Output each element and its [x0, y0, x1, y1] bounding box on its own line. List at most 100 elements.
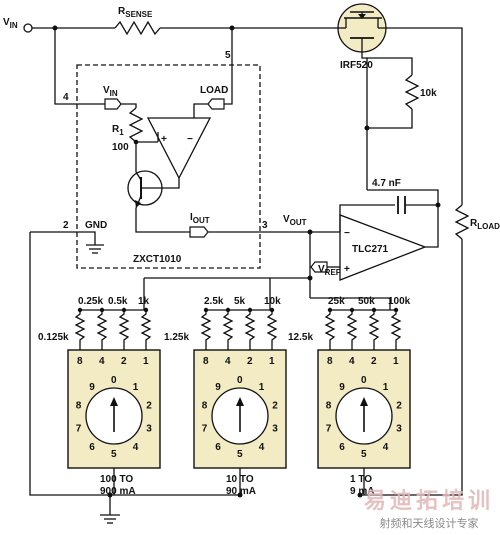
- dial-position-label: 7: [202, 423, 208, 434]
- dial-position-label: 6: [89, 442, 95, 453]
- watermark: 易迪拓培训 射频和天线设计专家: [364, 483, 494, 531]
- mosfet-irf520: [335, 3, 390, 53]
- dial-position-label: 5: [111, 449, 117, 460]
- rsense-resistor: [114, 20, 161, 36]
- dial-position-label: 8: [76, 401, 82, 412]
- ladder-resistor: [390, 310, 402, 350]
- range-label-line2: 90 mA: [226, 486, 256, 497]
- dial-position-label: 1: [259, 382, 265, 393]
- switch-bit-label: 4: [225, 356, 231, 367]
- ladder-resistor: [118, 310, 130, 350]
- dial-position-label: 3: [272, 423, 278, 434]
- switch-bit-label: 8: [77, 356, 83, 367]
- rsense-label: RSENSE: [118, 6, 153, 19]
- mosfet-label: IRF520: [340, 60, 373, 71]
- ladder-resistor: [200, 310, 212, 350]
- opamp-label: TLC271: [352, 244, 389, 255]
- dial-position-label: 8: [202, 401, 208, 412]
- r1-resistor: [128, 107, 144, 143]
- dial-position-label: 2: [146, 401, 152, 412]
- resistor-value-label: 50k: [358, 296, 375, 307]
- zxct1010-label: ZXCT1010: [133, 254, 182, 265]
- ladder-resistor: [96, 310, 108, 350]
- vref-label: VREF: [318, 264, 341, 277]
- opamp-plus: +: [344, 264, 350, 275]
- dial-position-label: 4: [259, 442, 265, 453]
- resistor-value-label: 2.5k: [204, 296, 224, 307]
- vout-label: VOUT: [283, 214, 307, 227]
- resistor-value-label: 25k: [328, 296, 345, 307]
- pin4-label: 4: [63, 92, 69, 103]
- range-label-line1: 100 TO: [100, 474, 133, 485]
- resistor-value-label: 10k: [264, 296, 281, 307]
- pin2-label: 2: [63, 220, 69, 231]
- dial-position-label: 0: [111, 375, 117, 386]
- resistor-value-label: 1.25k: [164, 332, 189, 343]
- switch-bit-label: 4: [349, 356, 355, 367]
- switch-bit-label: 2: [247, 356, 253, 367]
- dial-position-label: 7: [76, 423, 82, 434]
- opamp-minus: −: [344, 228, 350, 239]
- resistor-value-label: 5k: [234, 296, 246, 307]
- ic-iout-terminal: [189, 226, 209, 238]
- ladder-resistor: [140, 310, 152, 350]
- ladder-resistor: [74, 310, 86, 350]
- rload-resistor: [454, 204, 470, 240]
- range-label-line2: 900 mA: [100, 486, 136, 497]
- vref-terminal: [310, 261, 328, 273]
- dial-position-label: 6: [215, 442, 221, 453]
- range-label-line2: 9 mA: [350, 486, 374, 497]
- resistor-value-label: 0.25k: [78, 296, 103, 307]
- dial-position-label: 5: [237, 449, 243, 460]
- ic-vin-label: VIN: [103, 85, 118, 98]
- capacitor-label: 4.7 nF: [372, 178, 401, 189]
- dial-position-label: 9: [215, 382, 221, 393]
- dial-position-label: 7: [326, 423, 332, 434]
- pin5-label: 5: [225, 50, 231, 61]
- dial-position-label: 0: [237, 375, 243, 386]
- internal-amp-minus: −: [187, 134, 193, 145]
- dial-position-label: 3: [146, 423, 152, 434]
- dial-position-label: 0: [361, 375, 367, 386]
- resistor-value-label: 100k: [388, 296, 411, 307]
- switch-bit-label: 4: [99, 356, 105, 367]
- resistor-10k-label: 10k: [420, 88, 437, 99]
- ic-load-terminal: [207, 98, 225, 110]
- zxct1010-block: [76, 64, 261, 269]
- dial-position-label: 1: [383, 382, 389, 393]
- ic-vin-terminal: [104, 98, 122, 110]
- switch-bit-label: 1: [143, 356, 149, 367]
- ladder-resistor: [222, 310, 234, 350]
- dial-position-label: 2: [396, 401, 402, 412]
- ic-load-label: LOAD: [200, 85, 228, 96]
- resistor-10k: [404, 74, 420, 110]
- resistor-value-label: 1k: [138, 296, 150, 307]
- dial-position-label: 3: [396, 423, 402, 434]
- vin-label: VIN: [3, 17, 18, 30]
- resistor-value-label: 0.5k: [108, 296, 128, 307]
- ladder-resistor: [368, 310, 380, 350]
- dial-position-label: 4: [383, 442, 389, 453]
- resistor-value-label: 12.5k: [288, 332, 313, 343]
- switch-bit-label: 8: [203, 356, 209, 367]
- r1-value: 100: [112, 142, 129, 153]
- r1-label: R1: [112, 124, 124, 137]
- dial-position-label: 6: [339, 442, 345, 453]
- ladder-resistor: [324, 310, 336, 350]
- dial-position-label: 1: [133, 382, 139, 393]
- ladder-resistor: [346, 310, 358, 350]
- switch-bit-label: 1: [269, 356, 275, 367]
- pnp-transistor: [127, 170, 165, 209]
- ladder-resistor: [244, 310, 256, 350]
- resistor-value-label: 0.125k: [38, 332, 69, 343]
- switch-bit-label: 2: [121, 356, 127, 367]
- ladder-resistor: [266, 310, 278, 350]
- vin-terminal: [23, 23, 33, 33]
- watermark-title: 易迪拓培训: [363, 488, 494, 513]
- range-label-line1: 1 TO: [350, 474, 372, 485]
